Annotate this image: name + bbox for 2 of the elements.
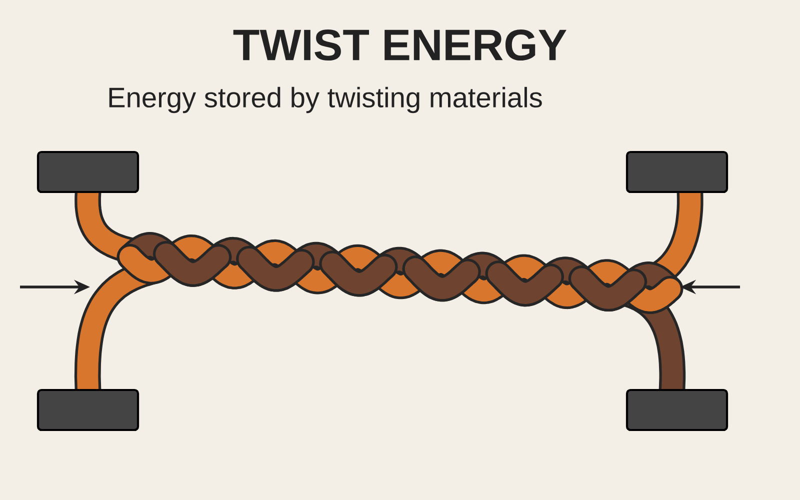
title: TWIST ENERGY xyxy=(233,29,566,61)
subtitle: Energy stored by twisting materials xyxy=(109,86,542,114)
